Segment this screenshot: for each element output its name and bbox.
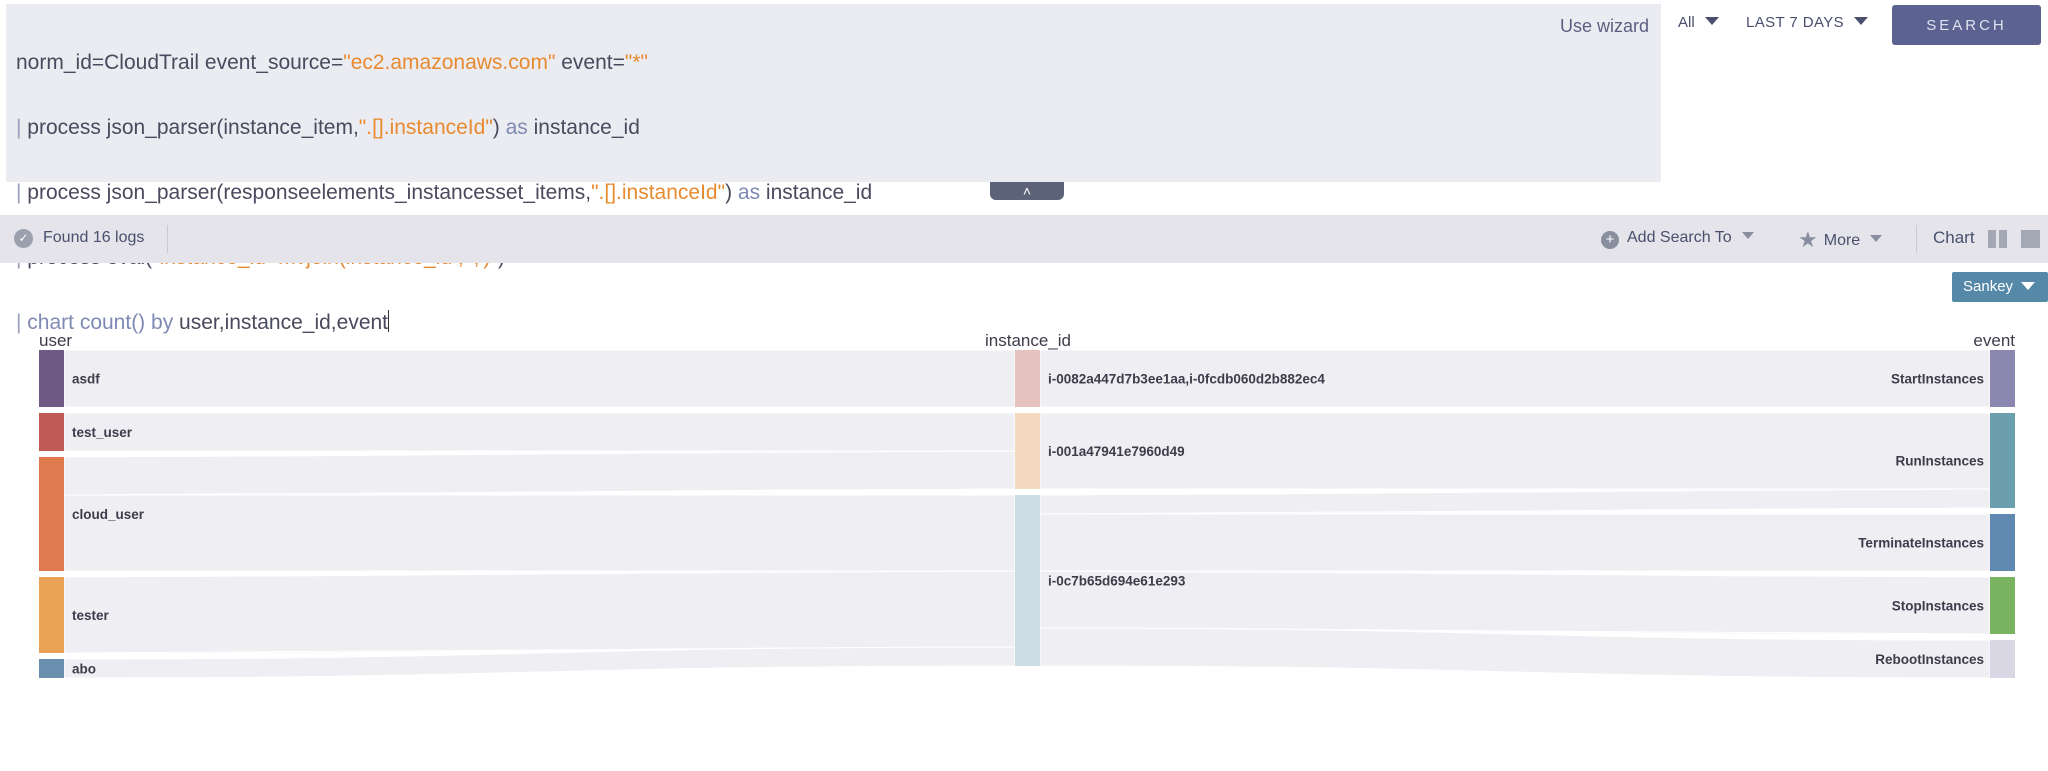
split-layout-icon[interactable] <box>1988 230 2008 248</box>
sankey-node-label: i-0c7b65d694e61e293 <box>1048 574 1186 589</box>
sankey-node-label: asdf <box>72 372 100 387</box>
sankey-link[interactable] <box>63 412 1016 452</box>
star-icon: ★ <box>1798 227 1818 252</box>
sankey-column-header: user <box>39 331 72 350</box>
query-line-2: | process json_parser(instance_item,".[]… <box>16 115 640 139</box>
divider <box>1916 225 1917 253</box>
sankey-node[interactable] <box>1990 640 2015 678</box>
sankey-chart: user instance_id event asdf test_user cloud_u… <box>39 331 2015 679</box>
chevron-double-up-icon: ˄ <box>1022 183 1032 199</box>
sankey-node-label: i-001a47941e7960d49 <box>1048 444 1185 459</box>
chevron-down-icon <box>1870 235 1883 242</box>
sankey-node-label: abo <box>72 662 96 677</box>
sankey-link[interactable] <box>63 450 1016 496</box>
sankey-node[interactable] <box>39 577 64 653</box>
sankey-link[interactable] <box>1039 513 1991 572</box>
sankey-column-header: event <box>1973 331 2015 350</box>
sankey-link[interactable] <box>63 349 1016 408</box>
chevron-down-icon <box>1854 17 1869 25</box>
query-line-5: | chart count() by user,instance_id,even… <box>16 309 390 334</box>
sankey-node[interactable] <box>39 350 64 407</box>
sankey-node[interactable] <box>1990 413 2015 508</box>
sankey-node[interactable] <box>39 659 64 678</box>
more-button[interactable]: ★More <box>1798 227 1883 253</box>
sankey-node-label: RunInstances <box>1895 454 1984 469</box>
sankey-node-label: StopInstances <box>1892 599 1984 614</box>
sankey-node-label: test_user <box>72 425 133 440</box>
sankey-node-label: RebootInstances <box>1875 652 1984 667</box>
query-line-3: | process json_parser(responseelements_i… <box>16 180 873 204</box>
chart-type-dropdown[interactable]: Sankey <box>1952 272 2048 302</box>
sankey-node[interactable] <box>1015 350 1040 407</box>
time-range-dropdown[interactable]: LAST 7 DAYS <box>1746 14 1869 31</box>
add-search-to-button[interactable]: +Add Search To <box>1601 229 1754 249</box>
sankey-link[interactable] <box>63 494 1016 572</box>
sankey-node[interactable] <box>1015 413 1040 489</box>
found-logs-count: Found 16 logs <box>43 229 145 246</box>
sankey-node-label: StartInstances <box>1891 372 1984 387</box>
chart-label: Chart <box>1933 228 1975 247</box>
plus-circle-icon: + <box>1601 231 1619 249</box>
text-cursor <box>388 309 390 332</box>
sankey-node-label: cloud_user <box>72 507 145 522</box>
sankey-node[interactable] <box>1015 495 1040 666</box>
query-editor[interactable]: norm_id=CloudTrail event_source="ec2.ama… <box>6 4 1661 334</box>
use-wizard-link[interactable]: Use wizard <box>1559 16 1649 36</box>
sankey-links <box>63 349 1991 679</box>
full-layout-icon[interactable] <box>2021 230 2040 248</box>
sankey-node-label: TerminateInstances <box>1858 536 1984 551</box>
query-line-1: norm_id=CloudTrail event_source="ec2.ama… <box>16 50 648 74</box>
results-toolbar: ✓ Found 16 logs +Add Search To ★More Cha… <box>0 215 2048 263</box>
chevron-down-icon <box>1704 17 1719 25</box>
sankey-node[interactable] <box>1990 350 2015 407</box>
sankey-link[interactable] <box>1039 627 1991 679</box>
sankey-node-label: i-0082a447d7b3ee1aa,i-0fcdb060d2b882ec4 <box>1048 372 1325 387</box>
sankey-link[interactable] <box>63 570 1016 654</box>
sankey-node[interactable] <box>39 413 64 451</box>
sankey-column-header: instance_id <box>985 331 1071 350</box>
divider <box>167 225 168 253</box>
sankey-node[interactable] <box>1990 577 2015 634</box>
chevron-down-icon <box>1741 232 1754 239</box>
sankey-node[interactable] <box>39 457 64 571</box>
sankey-node-label: tester <box>72 608 110 623</box>
check-circle-icon: ✓ <box>14 229 33 248</box>
sankey-link[interactable] <box>1039 488 1991 515</box>
chevron-down-icon <box>2021 282 2036 290</box>
search-button[interactable]: SEARCH <box>1892 5 2041 45</box>
scope-dropdown[interactable]: All <box>1678 14 1719 31</box>
collapse-query-button[interactable]: ˄ <box>990 182 1064 200</box>
sankey-node[interactable] <box>1990 514 2015 571</box>
